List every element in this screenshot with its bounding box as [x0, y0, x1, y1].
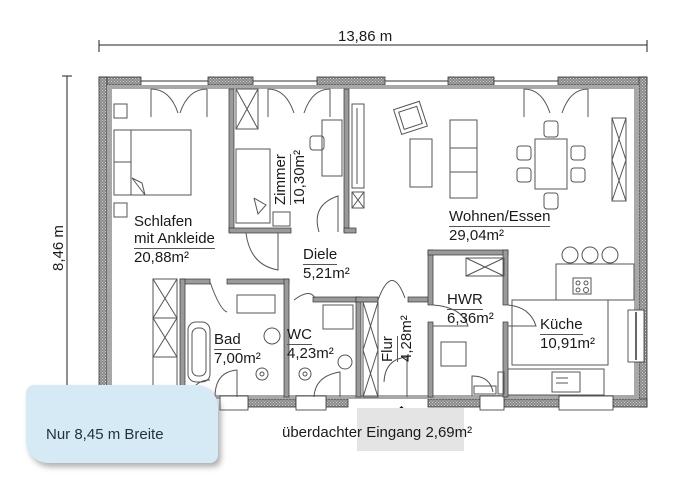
- width-callout-badge: Nur 8,45 m Breite: [26, 385, 218, 463]
- width-dimension-line: [98, 40, 648, 52]
- room-label-zimmer: Zimmer 10,30m²: [272, 149, 308, 205]
- room-label-schlafen: Schlafen mit Ankleide 20,88m²: [134, 213, 215, 266]
- exterior-walls: [98, 76, 648, 411]
- room-label-wohnen: Wohnen/Essen 29,04m²: [449, 208, 551, 244]
- furniture: [113, 88, 635, 398]
- entrance-label: überdachter Eingang 2,69m²: [282, 424, 473, 441]
- room-label-diele: Diele 5,21m²: [303, 246, 350, 282]
- room-label-wc: WC 4,23m²: [287, 326, 334, 362]
- callout-text: Nur 8,45 m Breite: [46, 426, 164, 443]
- room-label-flur: Flur 4,28m²: [379, 315, 415, 362]
- entrance-area: [357, 408, 464, 451]
- interior-walls: [179, 88, 509, 398]
- room-label-hwr: HWR 6,36m²: [447, 291, 494, 327]
- width-dimension-label: 13,86 m: [338, 28, 393, 45]
- room-label-kueche: Küche 10,91m²: [540, 316, 596, 352]
- depth-dimension-label: 8,46 m: [50, 225, 67, 271]
- depth-dimension-line: [62, 75, 72, 386]
- room-label-bad: Bad 7,00m²: [214, 331, 261, 367]
